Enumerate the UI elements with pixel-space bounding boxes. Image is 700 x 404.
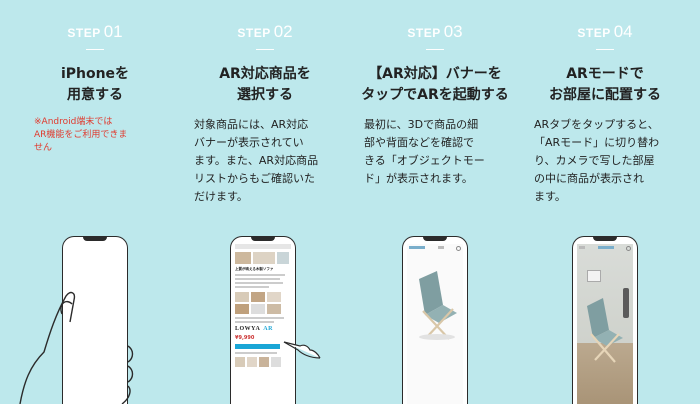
cart-button[interactable] [235,344,280,349]
chair-icon [587,298,623,363]
ar-tab[interactable] [437,246,444,249]
body-line: リストからもご確認いた [194,172,315,185]
phone-object-mode [402,236,468,404]
body-line: だけます。 [194,190,248,203]
step-number: 04 [613,22,633,41]
body-line: り、カメラで写した部屋 [534,154,655,167]
body-line: ARタブをタップすると、 [534,118,659,131]
body-line: バナーが表示されてい [194,136,304,149]
step-description: 対象商品には、AR対応 バナーが表示されてい ます。また、AR対応商品 リストか… [194,116,342,206]
step-title: iPhoneを 用意する [10,64,180,106]
price: ¥9,990 [235,335,255,341]
phone-illustration [62,236,128,404]
phone-notch [251,236,275,241]
brand-logo: LOWYA [235,326,261,332]
step-word: STEP [577,26,611,40]
body-line: きる「オブジェクトモー [364,154,485,167]
android-note: ※Android端末では AR機能をご利用できま せん [34,116,170,155]
phone-notch [83,236,107,241]
ar-banner[interactable]: LOWYA AR [235,326,291,332]
step-title-line: 【AR対応】バナーを [368,66,502,82]
note-line: AR機能をご利用できま [34,130,128,140]
share-icon[interactable] [456,246,461,251]
step-title-line: iPhoneを [60,66,130,82]
step-number: 03 [443,22,463,41]
step-title-line: タップでARを起動する [361,87,509,103]
mode-tabs [577,244,633,251]
wall-frame [587,270,601,282]
body-line: ます。 [534,190,566,203]
mode-tabs [407,244,463,251]
object-mode-screen [407,244,463,404]
step-title-line: ARモードで [566,66,644,82]
phone-ar-mode [572,236,638,404]
body-line: の中に商品が表示され [534,172,644,185]
body-line: ド」が表示されます。 [364,172,473,185]
body-line: 対象商品には、AR対応 [194,118,309,131]
ar-mode-screen [577,244,633,404]
browser-bar [235,244,291,249]
product-title: 上質が映える木製ソファ [235,267,274,271]
step-word: STEP [237,26,271,40]
step-number: 02 [273,22,293,41]
step-word: STEP [407,26,441,40]
step-title-line: AR対応商品を [219,66,311,82]
step-description: ARタブをタップすると、 「ARモード」に切り替わ り、カメラで写した部屋 の中… [534,116,682,206]
object-tab[interactable] [409,246,425,249]
hand-icon [19,291,134,404]
step-word: STEP [67,26,101,40]
body-line: 部や背面などを確認で [364,136,474,149]
ar-tab[interactable] [597,246,614,249]
note-line: ※Android端末では [34,117,113,127]
phone-notch [593,236,617,241]
chair-icon [419,271,457,340]
step-title-line: お部屋に配置する [549,87,661,103]
step-divider [426,49,444,50]
body-line: 「ARモード」に切り替わ [534,136,660,149]
phone-notch [423,236,447,241]
note-line: せん [34,143,53,153]
image-grid [235,292,291,302]
step-title: ARモードで お部屋に配置する [520,64,690,106]
product-page-screen: 上質が映える木製ソファ LOWYA AR ¥9,990 [235,244,291,404]
body-line: ます。また、AR対応商品 [194,154,319,167]
object-tab[interactable] [579,246,585,249]
phone-product-page: 上質が映える木製ソファ LOWYA AR ¥9,990 [230,236,296,404]
step-title: 【AR対応】バナーを タップでARを起動する [350,64,520,106]
step-title: AR対応商品を 選択する [180,64,350,106]
lamp [623,288,629,318]
step-description: 最初に、3Dで商品の細 部や背面などを確認で きる「オブジェクトモー ド」が表示… [364,116,512,188]
share-icon[interactable] [626,246,631,251]
step-divider [86,49,104,50]
step-divider [596,49,614,50]
ar-badge: AR [263,326,273,332]
step-title-line: 用意する [67,87,123,103]
body-line: 最初に、3Dで商品の細 [364,118,479,131]
step-number: 01 [103,22,123,41]
thumb-row [235,252,291,264]
step-divider [256,49,274,50]
finger-tap-icon [283,341,321,359]
step-title-line: 選択する [237,87,293,103]
